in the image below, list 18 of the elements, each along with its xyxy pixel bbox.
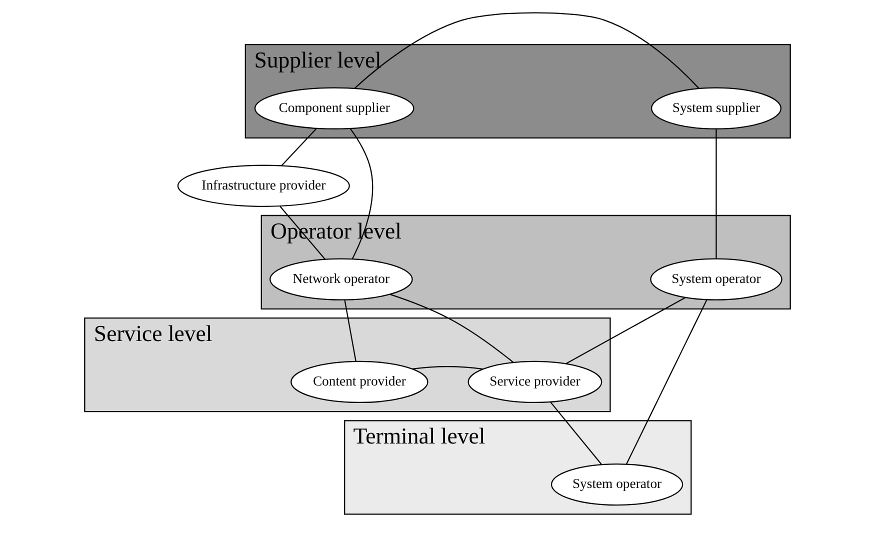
- connector: [549, 402, 602, 465]
- node-ellipse: System operator: [550, 463, 683, 506]
- node-ellipse: System supplier: [650, 87, 782, 130]
- node-ellipse: Component supplier: [254, 87, 414, 130]
- connector: [389, 294, 514, 363]
- connector: [626, 300, 707, 464]
- node-ellipse: System operator: [650, 258, 782, 300]
- connector: [412, 366, 482, 370]
- node-ellipse: Infrastructure provider: [176, 164, 350, 207]
- node-ellipse: Network operator: [269, 258, 412, 300]
- node-ellipse: Service provider: [467, 360, 602, 404]
- connector: [565, 297, 686, 364]
- connector: [354, 12, 699, 89]
- connector: [715, 129, 716, 259]
- connector: [280, 128, 316, 166]
- connector: [344, 300, 356, 362]
- node-ellipse: Content provider: [290, 360, 428, 404]
- connector: [349, 128, 373, 260]
